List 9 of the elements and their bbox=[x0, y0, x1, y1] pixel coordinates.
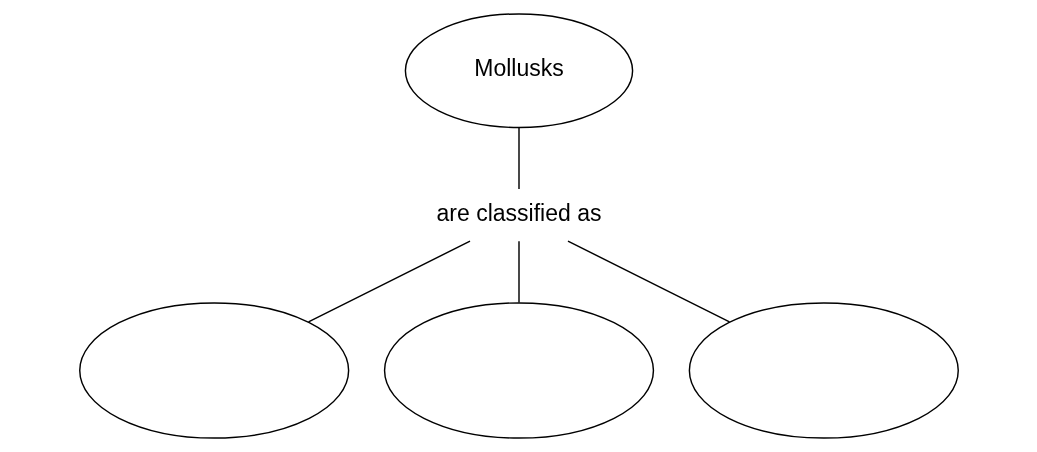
node-ellipse: Mollusks bbox=[404, 13, 633, 129]
connector bbox=[307, 240, 471, 323]
connector bbox=[517, 127, 520, 190]
node-ellipse bbox=[688, 302, 959, 439]
node-text: are classified as bbox=[436, 199, 601, 226]
node-ellipse bbox=[383, 302, 654, 439]
node-ellipse bbox=[78, 302, 349, 439]
connector bbox=[517, 240, 520, 304]
connector bbox=[566, 240, 730, 323]
